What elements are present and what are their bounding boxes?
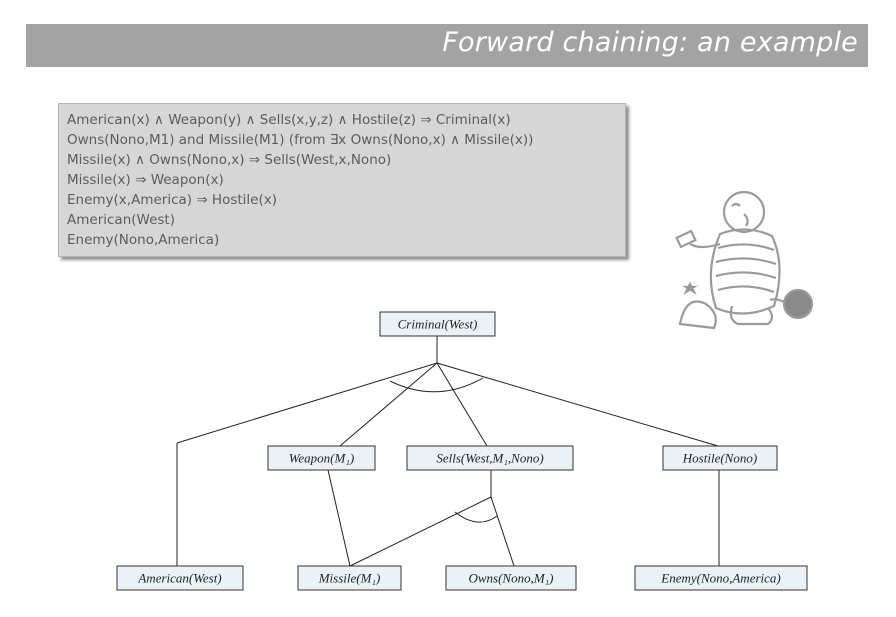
rule-line: American(West) xyxy=(67,212,175,228)
slide-title: Forward chaining: an example xyxy=(442,27,858,58)
node-label: Missile(M₁) xyxy=(318,571,381,586)
node-owns: Owns(Nono,M₁) xyxy=(445,565,577,591)
node-label: Criminal(West) xyxy=(398,317,478,332)
node-label: Sells(West,M₁,Nono) xyxy=(436,451,543,466)
edge-root-hostile xyxy=(436,362,719,447)
rule-line: Owns(Nono,M1) and Missile(M1) (from ∃x O… xyxy=(67,132,534,148)
node-weapon: Weapon(M₁) xyxy=(267,445,376,471)
and-arc-root xyxy=(389,377,484,393)
node-missile: Missile(M₁) xyxy=(297,565,402,591)
edge-root-sells xyxy=(436,362,488,447)
edge-weapon-missile xyxy=(327,469,351,567)
node-enemy: Enemy(Nono,America) xyxy=(634,565,808,591)
node-label: Owns(Nono,M₁) xyxy=(468,571,553,586)
rules-box: American(x) ∧ Weapon(y) ∧ Sells(x,y,z) ∧… xyxy=(58,103,626,257)
rule-line: Enemy(x,America) ⇒ Hostile(x) xyxy=(67,192,277,208)
rule-line: Missile(x) ∧ Owns(Nono,x) ⇒ Sells(West,x… xyxy=(67,152,392,168)
and-arc-sells xyxy=(454,511,498,523)
node-hostile: Hostile(Nono) xyxy=(662,445,778,471)
node-label: Enemy(Nono,America) xyxy=(660,571,781,586)
rules-list: American(x) ∧ Weapon(y) ∧ Sells(x,y,z) ∧… xyxy=(67,110,533,250)
rule-line: Enemy(Nono,America) xyxy=(67,232,220,248)
rule-line: American(x) ∧ Weapon(y) ∧ Sells(x,y,z) ∧… xyxy=(67,112,511,128)
node-criminal: Criminal(West) xyxy=(379,311,496,337)
criminal-cartoon-icon xyxy=(675,190,814,330)
edge-root-weapon xyxy=(339,362,438,447)
rule-line: Missile(x) ⇒ Weapon(x) xyxy=(67,172,224,188)
node-label: Hostile(Nono) xyxy=(682,451,757,466)
node-sells: Sells(West,M₁,Nono) xyxy=(406,445,574,471)
title-bar: Forward chaining: an example xyxy=(26,24,868,67)
edge-root-american xyxy=(176,362,438,444)
edge-sells-owns xyxy=(490,496,515,567)
node-american: American(West) xyxy=(116,565,244,591)
edge-sells-missile xyxy=(349,496,492,567)
node-label: Weapon(M₁) xyxy=(289,451,354,466)
node-label: American(West) xyxy=(137,571,221,586)
